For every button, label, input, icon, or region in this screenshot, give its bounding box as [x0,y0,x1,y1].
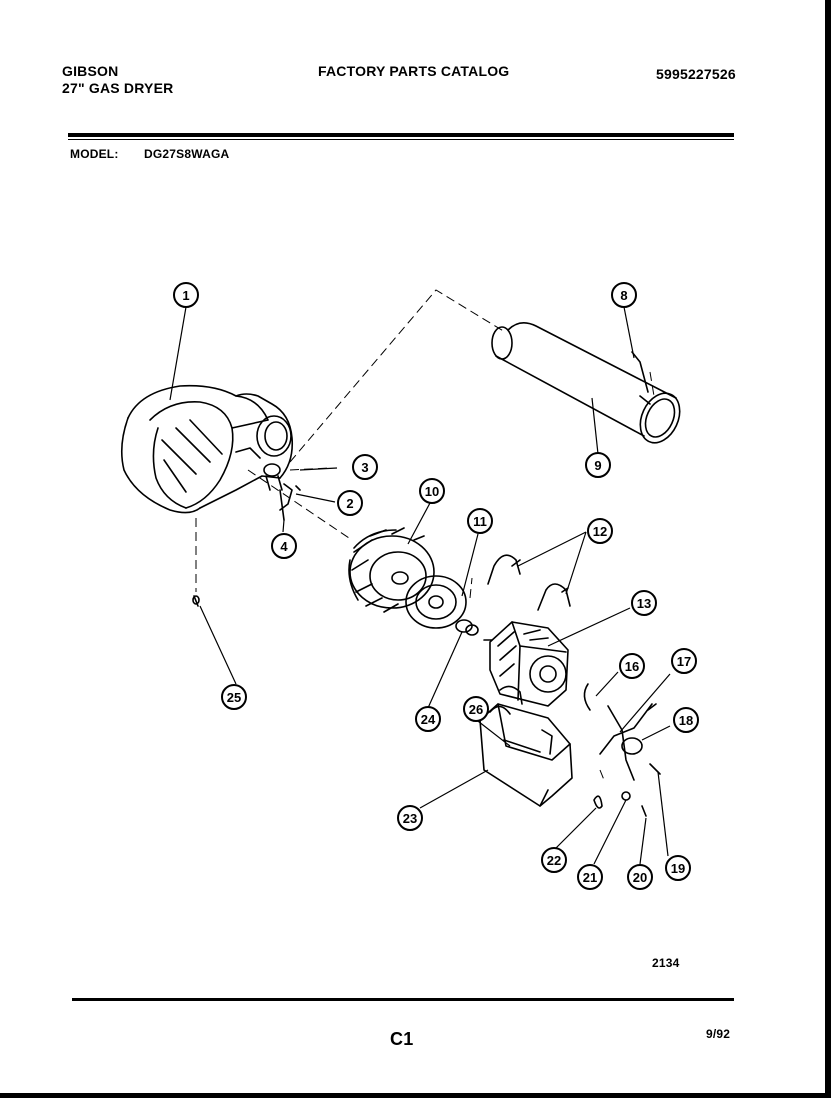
callout-10: 10 [425,484,439,499]
clip-part-16 [583,683,591,711]
callout-17: 17 [677,654,691,669]
callout-26: 26 [469,702,483,717]
idler-arm-part [599,703,657,781]
footer-rule [72,998,734,1001]
model-value: DG27S8WAGA [144,147,230,161]
callout-8: 8 [620,288,627,303]
product-name: 27" GAS DRYER [62,80,174,96]
catalog-title: FACTORY PARTS CATALOG [318,63,510,79]
blower-housing-part [120,384,294,514]
motor-part [483,621,569,707]
drawing-number: 2134 [652,956,680,970]
callout-20: 20 [633,870,647,885]
callout-23: 23 [403,811,417,826]
revision-date: 9/92 [706,1027,731,1041]
fastener-parts [263,463,301,521]
header-rule [68,133,734,137]
callout-25: 25 [227,690,241,705]
callout-4: 4 [280,539,288,554]
motor-mount-part [479,703,573,807]
callout-13: 13 [637,596,651,611]
screw-part [192,595,200,607]
blower-wheel-part [348,527,435,613]
callout-12: 12 [593,524,607,539]
pulley-plate-part [405,575,467,629]
callout-24: 24 [421,712,436,727]
callout-1: 1 [182,288,189,303]
page-code: C1 [390,1029,414,1049]
catalog-number: 5995227526 [656,66,736,82]
washer-part [455,619,479,636]
callout-2: 2 [346,496,353,511]
vent-tube-part [491,322,681,444]
callout-16: 16 [625,659,639,674]
header-rule-thin [68,139,734,140]
clip-part-26 [499,685,523,705]
model-label: MODEL: [70,147,119,161]
small-hardware-parts [593,763,661,817]
clamp-parts [487,554,571,611]
callout-9: 9 [594,458,601,473]
brand-name: GIBSON [62,63,119,79]
callout-11: 11 [473,514,487,529]
callout-19: 19 [671,861,685,876]
callout-21: 21 [583,870,597,885]
callout-22: 22 [547,853,561,868]
callout-3: 3 [361,460,368,475]
callout-18: 18 [679,713,693,728]
